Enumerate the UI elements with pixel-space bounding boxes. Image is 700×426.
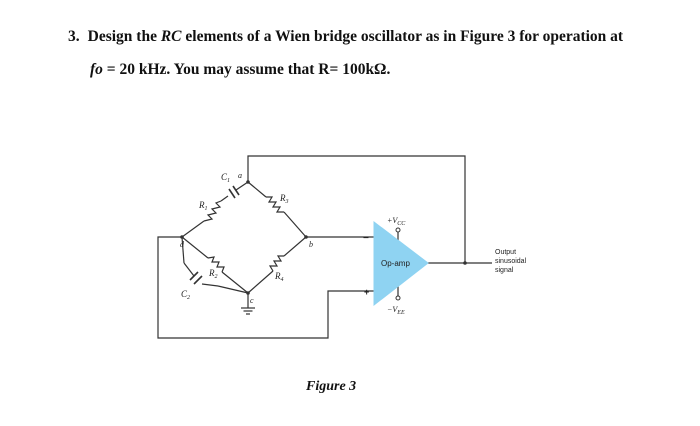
question-fo-term: fo (90, 61, 103, 78)
label-vee: −VEE (387, 305, 405, 316)
label-output-1: Output (495, 249, 516, 256)
c1-plate-1 (232, 185, 240, 196)
wire-c2-c (217, 285, 249, 294)
wire-c2-b (201, 283, 219, 287)
r1-resistor (203, 200, 222, 222)
label-plus-input: + (364, 287, 369, 297)
label-node-d: d (180, 240, 185, 249)
wire-b-r4 (283, 236, 307, 257)
wire-r3-b (283, 211, 307, 238)
plus-input-wire (157, 236, 374, 339)
capacitor-plates (189, 185, 240, 285)
label-node-a: a (238, 171, 242, 180)
wire-a-c1 (235, 181, 249, 191)
question-line-1: 3. Design the RC elements of a Wien bridg… (68, 28, 623, 46)
question-rc-term: RC (160, 28, 182, 45)
node-a-dot (246, 180, 250, 184)
r3-resistor (266, 196, 284, 213)
c1-plate-2 (228, 188, 236, 199)
label-opamp: Op-amp (381, 259, 410, 268)
wire-r4-c (247, 270, 274, 294)
question-text-part: = 20 kHz. You may assume that R= 100kΩ. (102, 61, 391, 78)
wire-d-r2 (181, 236, 209, 259)
c2-plate-1 (189, 271, 199, 281)
vcc-terminal (395, 227, 401, 233)
r2-resistor (207, 256, 225, 273)
opamp-triangle (373, 220, 429, 307)
label-vcc: +VCC (387, 216, 406, 227)
label-r2: R2 (208, 268, 218, 280)
wire-r2-c (221, 271, 249, 294)
wire-d-c2-branch (181, 236, 185, 264)
c2-plate-2 (193, 275, 203, 285)
terminal-circles (395, 227, 401, 301)
question-number: 3. (68, 28, 80, 45)
wiring (157, 155, 492, 339)
wire-r1-d (181, 220, 205, 238)
output-node-dot (463, 261, 467, 265)
label-output-3: signal (495, 267, 514, 274)
figure-caption: Figure 3 (305, 379, 356, 394)
label-output-2: sinusoidal (495, 258, 527, 265)
node-b-dot (304, 235, 308, 239)
question-line-2: fo = 20 kHz. You may assume that R= 100k… (90, 61, 390, 79)
node-c-dot (246, 291, 250, 295)
feedback-wire (247, 155, 466, 263)
question-text-part: Design the (87, 28, 161, 45)
label-r4: R4 (274, 271, 284, 283)
wire-c2-a (183, 262, 195, 277)
label-c1: C1 (221, 172, 230, 184)
node-d-dot (180, 235, 184, 239)
question-text-part: elements of a Wien bridge oscillator as … (181, 28, 624, 45)
label-r3: R3 (279, 193, 289, 205)
label-node-b: b (309, 240, 313, 249)
node-dots (180, 180, 467, 295)
r4-resistor (268, 255, 284, 272)
wire-a-r3 (247, 181, 267, 198)
label-minus-input: − (363, 233, 369, 244)
label-c2: C2 (181, 289, 190, 301)
label-r1: R1 (198, 200, 208, 212)
wire-c1-r1 (220, 195, 229, 202)
vee-terminal (395, 295, 401, 301)
label-node-c: c (250, 296, 254, 305)
